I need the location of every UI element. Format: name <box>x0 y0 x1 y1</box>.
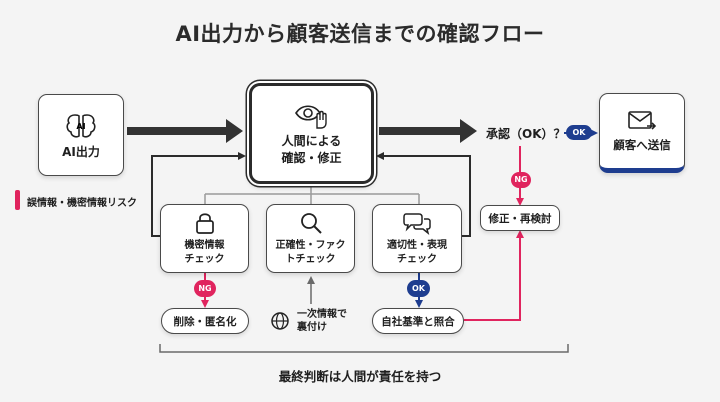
confidential-check-line1: 機密情報 <box>184 239 225 251</box>
send-card: 顧客へ送信 <box>599 93 685 173</box>
redact-pill: 削除・匿名化 <box>161 308 249 334</box>
arrow-review-to-approval <box>379 119 477 143</box>
confidential-check-line2: チェック <box>184 253 225 265</box>
revise-box: 修正・再検討 <box>480 205 560 231</box>
ai-output-card: AI AI出力 <box>38 94 124 176</box>
approval-question: 承認（OK）？ <box>486 127 566 141</box>
final-judgment-text: 最終判断は人間が責任を持つ <box>278 369 442 384</box>
human-review-line2: 確認・修正 <box>281 150 342 165</box>
appropriateness-check-card: 適切性・表現 チェック <box>372 204 462 273</box>
primary-source-note: 一次情報で 裏付け <box>270 305 380 337</box>
ng-badge-confidential: NG <box>194 280 216 297</box>
line-standards-to-revise <box>464 230 524 321</box>
accuracy-check-line1: 正確性・ファク <box>275 239 346 251</box>
magnifier-icon <box>300 212 322 234</box>
speech-bubbles-icon <box>403 212 431 235</box>
brain-icon: AI <box>66 114 96 138</box>
confidential-check-card: 機密情報 チェック <box>160 204 249 273</box>
accuracy-check-card: 正確性・ファク トチェック <box>266 204 355 273</box>
lock-icon <box>195 212 214 234</box>
send-label: 顧客へ送信 <box>613 138 671 152</box>
loop-left <box>151 152 246 237</box>
review-branch-bracket <box>204 184 420 204</box>
ai-chip-label: AI <box>76 122 85 131</box>
human-review-line1: 人間による <box>281 133 342 148</box>
final-judgment-bracket <box>159 344 569 353</box>
risk-tag-accent <box>15 190 20 210</box>
risk-tag: 誤情報・機密情報リスク <box>27 198 137 209</box>
ok-badge-approval: OK <box>566 125 592 140</box>
ok-badge-appropriateness: OK <box>407 280 430 297</box>
ng-badge-approval: NG <box>511 172 531 188</box>
email-icon <box>628 111 657 130</box>
eye-hand-icon <box>294 104 327 129</box>
arrow-ai-to-review <box>127 119 243 143</box>
diagram-title: AI出力から顧客送信までの確認フロー <box>175 22 545 46</box>
globe-icon <box>271 312 289 330</box>
primary-source-line2: 裏付け <box>297 322 327 333</box>
loop-right <box>376 152 471 237</box>
appropriateness-check-line2: チェック <box>397 253 437 265</box>
appropriateness-check-line1: 適切性・表現 <box>387 239 447 251</box>
ai-output-label: AI出力 <box>62 145 100 159</box>
company-standards-pill: 自社基準と照合 <box>372 308 464 334</box>
primary-source-line1: 一次情報で <box>297 309 347 320</box>
accuracy-check-line2: トチェック <box>285 253 336 265</box>
human-review-card: 人間による 確認・修正 <box>249 83 374 184</box>
